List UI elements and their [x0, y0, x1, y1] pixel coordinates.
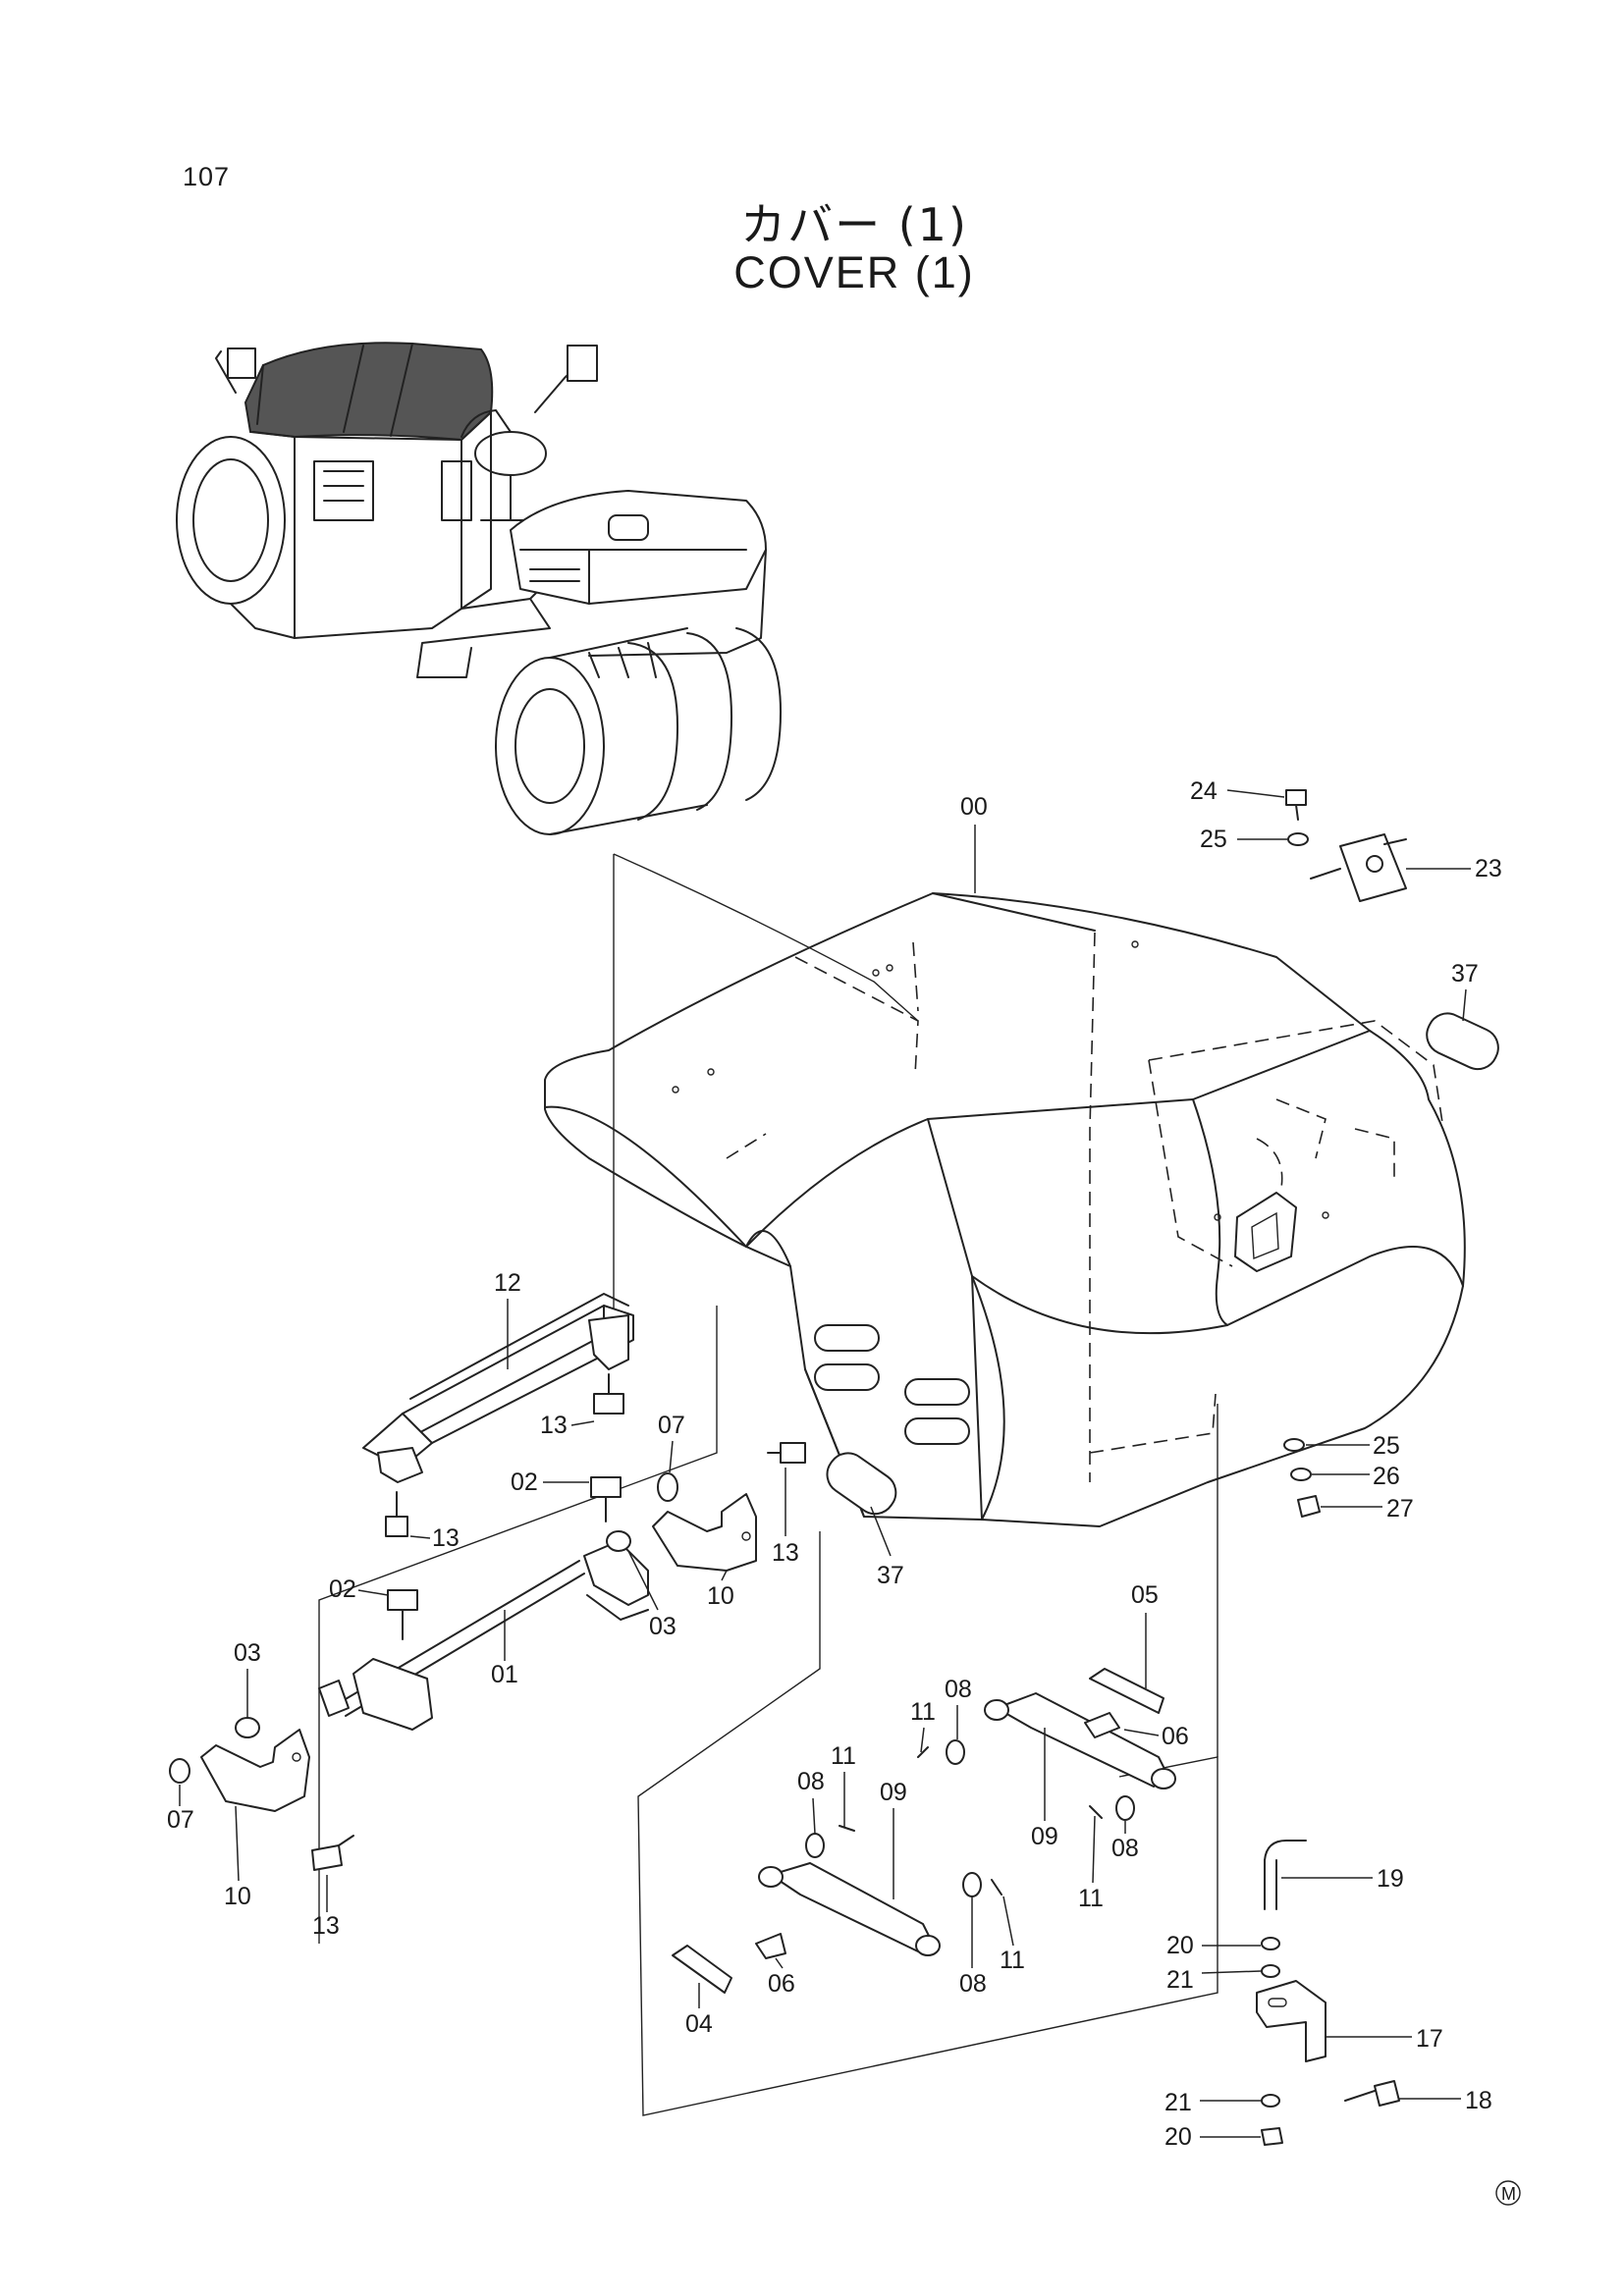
callout-labels: 00 24 25 23 37 37 12 13 13 13 13 07 07 0…	[167, 777, 1502, 2151]
title-japanese: カバー (1)	[740, 198, 968, 251]
callout-37b: 37	[877, 1562, 904, 1589]
callout-13a: 13	[540, 1412, 568, 1439]
bolt-parts-02-13	[169, 1373, 806, 1871]
callout-11c: 11	[831, 1742, 856, 1770]
callout-25a: 25	[1200, 826, 1227, 853]
callout-07b: 07	[167, 1806, 194, 1834]
machine-overview-illustration	[176, 342, 782, 835]
callout-08d: 08	[959, 1970, 987, 1998]
rod-part-01	[318, 1540, 649, 1731]
callout-20b: 20	[1164, 2123, 1192, 2151]
title-english: COVER (1)	[733, 247, 975, 297]
callout-13d: 13	[312, 1912, 340, 1940]
bracket-parts-17-21	[1256, 1840, 1400, 2146]
callout-18: 18	[1465, 2087, 1492, 2114]
callout-08b: 08	[1111, 1835, 1139, 1862]
callout-19: 19	[1377, 1865, 1404, 1893]
callout-24: 24	[1190, 777, 1218, 805]
corner-mark: M	[1495, 2180, 1521, 2206]
callout-06a: 06	[1162, 1723, 1189, 1750]
callout-11b: 11	[1078, 1885, 1104, 1912]
gas-spring-part-09	[758, 1692, 1176, 1956]
bracket-parts-04-05	[672, 1668, 1164, 1994]
callout-27: 27	[1386, 1495, 1414, 1522]
callout-07a: 07	[658, 1412, 685, 1439]
cover-vent-slots	[814, 1324, 970, 1445]
seal-part-37	[826, 1012, 1499, 1516]
nut-washer-parts-25-26-27	[1283, 1438, 1321, 1518]
callout-03b: 03	[234, 1639, 261, 1667]
callout-02a: 02	[511, 1468, 538, 1496]
callout-11a: 11	[910, 1698, 936, 1726]
callout-13b: 13	[432, 1524, 460, 1552]
callout-17: 17	[1416, 2025, 1443, 2053]
callout-23: 23	[1475, 855, 1502, 882]
latch-parts-23-24-25	[1285, 789, 1407, 902]
rail-part-12	[362, 1293, 634, 1483]
callout-10b: 10	[224, 1883, 251, 1910]
page-number: 107	[183, 162, 231, 191]
callout-10a: 10	[707, 1582, 734, 1610]
cover-part-00	[544, 892, 1466, 1527]
callout-20a: 20	[1166, 1932, 1194, 1959]
svg-text:M: M	[1501, 2184, 1516, 2204]
callout-00: 00	[960, 793, 988, 821]
callout-09a: 09	[1031, 1823, 1058, 1850]
callout-08c: 08	[797, 1768, 825, 1795]
callout-21a: 21	[1166, 1966, 1194, 1994]
callout-04: 04	[685, 2010, 713, 2038]
callout-01: 01	[491, 1661, 518, 1688]
callout-12: 12	[494, 1269, 521, 1297]
hinge-part-10	[200, 1493, 757, 1812]
pin-washer-parts-08-11	[805, 1739, 1135, 1897]
callout-02b: 02	[329, 1575, 356, 1603]
callout-11d: 11	[1000, 1947, 1025, 1974]
callout-37a: 37	[1451, 960, 1479, 988]
callout-26: 26	[1373, 1463, 1400, 1490]
callout-03a: 03	[649, 1613, 677, 1640]
callout-06b: 06	[768, 1970, 795, 1998]
callout-25b: 25	[1373, 1432, 1400, 1460]
callout-08a: 08	[945, 1676, 972, 1703]
callout-05: 05	[1131, 1581, 1159, 1609]
callout-09b: 09	[880, 1779, 907, 1806]
callout-21b: 21	[1164, 2089, 1192, 2116]
callout-13c: 13	[772, 1539, 799, 1567]
